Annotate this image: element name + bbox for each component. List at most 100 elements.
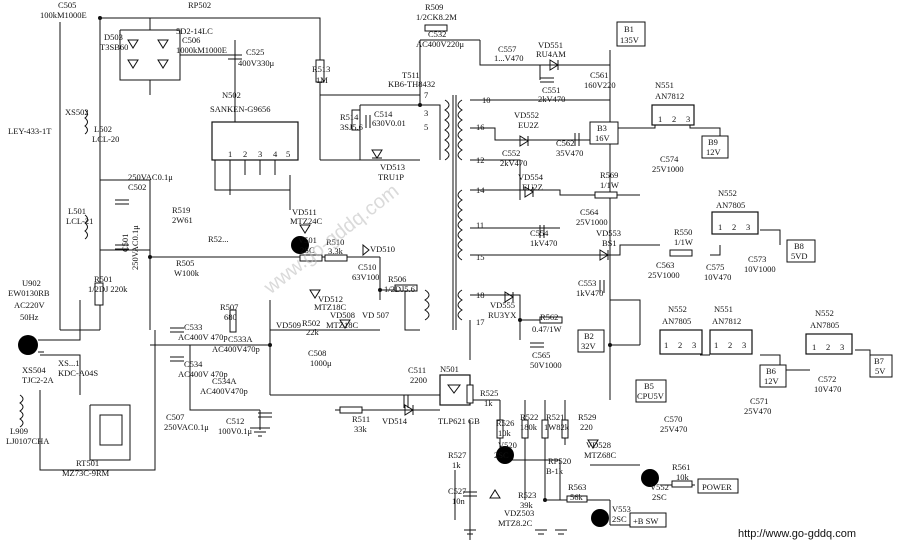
terminal-ref: B9 [708,137,718,147]
n502-value: SANKEN-G9656 [210,104,270,114]
label-r509-ref: R509 [425,2,443,12]
label-r525-ref: R525 [480,388,498,398]
label-c571-value: 25V470 [744,406,771,416]
label-rt501-value: MZ73C-9RM [62,468,110,478]
terminal-ref: B2 [584,331,594,341]
label-r505-ref: R505 [176,258,194,268]
terminal-label: +B SW [633,516,658,526]
label-c511-value: 2200 [410,375,427,385]
label-r511-ref: R511 [352,414,370,424]
regulator-n552-mid: N552 AN7805 1 2 3 [711,188,759,235]
terminal-value: 135V [620,35,640,45]
label-r561-ref: R561 [672,462,690,472]
label-c533-value: AC400V 470p [178,332,228,342]
resistor-symbol [539,316,563,324]
label-r562-value: 0.47/1W [532,324,562,334]
terminal-b9: B9 12V [701,135,729,159]
terminal-ref: B6 [766,366,776,376]
label-v552-value: 2SC [652,492,667,502]
pin-label: 2 [678,340,682,350]
label-c563-value: 25V1000 [648,270,680,280]
pin-label: 16 [476,122,485,132]
label-c532-ref: C532 [428,29,446,39]
label-xs502: XS502 [65,107,89,117]
label-c564-ref: C564 [580,207,599,217]
label-c534-value: AC400V 470p [178,369,228,379]
pin-label: 15 [476,252,485,262]
label-rp520-ref: RP520 [548,456,571,466]
terminal-b6: B6 12V [759,364,787,388]
pin-label: 1 [718,222,722,232]
label-l501-value: LCL-21 [66,216,93,226]
resistor-symbol [594,191,618,199]
label-c507-value: 250VAC0.1μ [164,422,209,432]
terminal-power: POWER [697,478,739,494]
label-r509-value: 1/2CK8.2M [416,12,457,22]
label-vd554-value: EU2Z [522,182,543,192]
label-r514-value: 3SJ5.6 [340,122,363,132]
label-r563-value: 56k [570,492,584,502]
label-vd552-ref: VD552 [514,110,539,120]
label-r526-value: 10k [498,428,512,438]
label-r507-ref: R507 [220,302,238,312]
label-vd528-value: MTZ68C [584,450,616,460]
t511-ref: T511 [402,70,420,80]
label-ley: LEY-433-1T [8,126,52,136]
pin-label: 18 [476,290,485,300]
terminal-ref: B5 [644,381,654,391]
label-r501-ref: R501 [94,274,112,284]
label-c570-ref: C570 [664,414,682,424]
regulator-n552-low: N552 AN7805 1 2 3 [659,304,703,355]
label-r514-ref: R514 [340,112,359,122]
pin-label: 1 [812,342,816,352]
transistor-symbol [641,469,659,487]
label-c533a-value: AC400V470p [212,344,260,354]
pin-label: 2 [826,342,830,352]
label-c557-ref: C557 [498,44,516,54]
label-r502x-value: 22k [306,327,320,337]
label-c557-value: 1...V470 [494,53,524,63]
label-r527-value: 1k [452,460,461,470]
terminal-b8: B8 5VD [786,239,816,263]
resistor-symbol [424,24,448,32]
label-vd510: VD510 [370,244,395,254]
reg-value: AN7812 [712,316,741,326]
label-c553-value: 1kV470 [576,288,603,298]
label-vd508-ref: VD508 [330,310,355,320]
label-rp502-ref: RP502 [188,0,211,10]
component-labels: C505 100kM1000E RP502 5D2-14LC D503 T3SB… [6,0,841,528]
pin-label: 7 [424,90,428,100]
terminal-ref: B1 [624,24,634,34]
label-c501-value: 250VAC0.1μ [130,225,140,270]
label-r550-ref: R550 [674,227,692,237]
label-vd551-ref: VD551 [538,40,563,50]
pin-label: 2 [672,114,676,124]
label-c554-ref: C554 [530,228,549,238]
label-d503-value: T3SB60 [100,42,128,52]
resistor-symbol [669,249,693,257]
terminal-bsw: +B SW [629,512,667,528]
junction-dot [98,16,102,20]
resistor-symbol [566,495,588,503]
label-c572-value: 10V470 [814,384,841,394]
pin-label: 1 [658,114,662,124]
label-vd553-value: BS1 [602,238,617,248]
resistor-symbol [299,254,323,262]
ac-plug-icon [18,335,38,355]
resistor-symbol [94,282,104,306]
label-vd555-ref: VD555 [490,300,515,310]
junction-dot [518,318,522,322]
terminal-value: CPU5V [637,391,665,401]
label-v552-ref: V552 [650,482,669,492]
label-d503-ref: D503 [104,32,123,42]
label-c561-value: 160V220 [584,80,616,90]
pin-label: 3 [424,108,428,118]
label-c525-value: 400V330μ [238,58,275,68]
terminal-ref: B8 [794,241,804,251]
pin-label: 3 [742,340,746,350]
label-vd551-value: RU4AM [536,49,566,59]
pin-label: 1 [228,149,232,159]
label-c575-value: 10V470 [704,272,731,282]
label-c533a-ref: C533A [228,334,253,344]
label-r563-ref: R563 [568,482,586,492]
